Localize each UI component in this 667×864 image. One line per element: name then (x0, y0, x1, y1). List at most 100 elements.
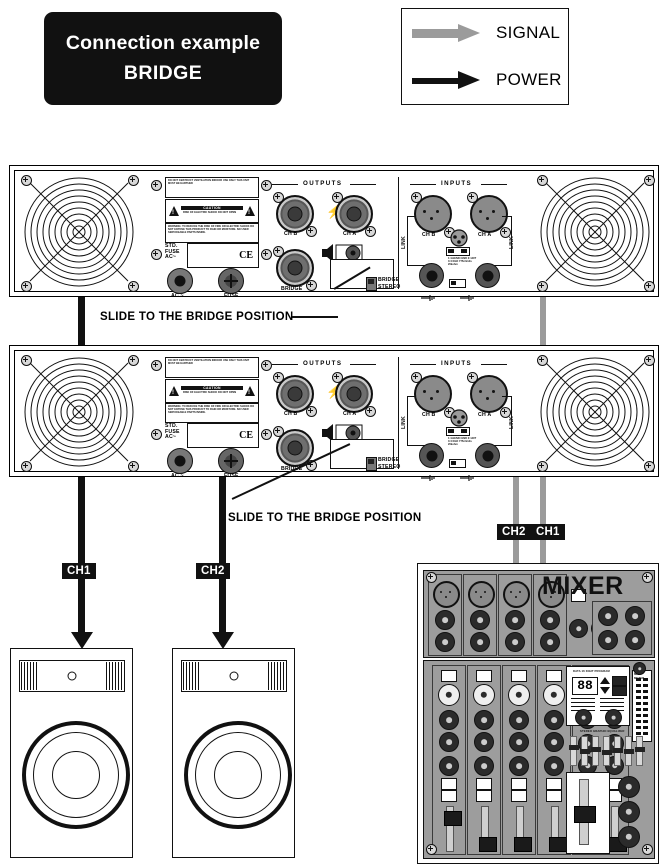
mixer-master-section[interactable] (566, 772, 610, 854)
input-sensitivity-text: 1=LEEND=GND 2=HOT 3=COLD 775mVolts 20koh… (448, 437, 477, 446)
screw-icon (306, 406, 317, 417)
input-jack-ch-a[interactable] (475, 443, 500, 468)
mixer-mid-eq-knob[interactable] (509, 710, 529, 730)
mixer-fader-strip[interactable] (537, 665, 571, 855)
mixer-low-eq-knob[interactable] (439, 732, 459, 752)
mixer-pan-knob[interactable] (474, 756, 494, 776)
mixer-channel-strip[interactable] (428, 574, 462, 656)
mixer-hi-eq-knob[interactable] (438, 684, 460, 706)
mixer-mute-button[interactable] (511, 670, 527, 682)
output-label-ch-a: CH A (343, 231, 357, 237)
mixer-route-button[interactable] (511, 778, 527, 790)
mixer-route-button[interactable] (476, 778, 492, 790)
fuse-holder[interactable] (218, 268, 244, 294)
mixer-xlr-input[interactable] (433, 581, 460, 608)
mixer-route-button[interactable] (441, 790, 457, 802)
amplifier-bottom[interactable]: DO NOT OBSTRUCT VENTILATION INDOOR USE O… (9, 345, 659, 481)
mixer-channel-strip[interactable] (463, 574, 497, 656)
speaker-right[interactable] (172, 648, 295, 858)
mixer-channel-fader[interactable] (444, 806, 462, 852)
mixer-xlr-input[interactable] (468, 581, 495, 608)
mixer-master-fader[interactable] (574, 779, 596, 845)
mixer-trim-knob[interactable] (505, 632, 525, 652)
mixer-channel-strip[interactable] (498, 574, 532, 656)
mixer-tape-in-knob[interactable] (618, 801, 640, 823)
mixer-low-eq-knob[interactable] (509, 732, 529, 752)
mixer-hi-eq-knob[interactable] (543, 684, 565, 706)
mixer-mute-button[interactable] (476, 670, 492, 682)
input-jack-ch-b[interactable] (419, 263, 444, 288)
mixer-trim-knob[interactable] (470, 632, 490, 652)
mixer-mid-eq-knob[interactable] (474, 710, 494, 730)
mixer-output-knob[interactable] (625, 630, 645, 650)
fuse-holder[interactable] (218, 448, 244, 474)
mixer-mid-eq-knob[interactable] (544, 710, 564, 730)
mixer-channel-fader[interactable] (479, 806, 497, 852)
mixer-pan-knob[interactable] (544, 756, 564, 776)
mixer-low-eq-knob[interactable] (544, 732, 564, 752)
mixer-phantom-button[interactable] (571, 589, 586, 602)
mixer-route-button[interactable] (441, 778, 457, 790)
mixer-output-knob[interactable] (625, 606, 645, 626)
mixer-hi-eq-knob[interactable] (508, 684, 530, 706)
mixer-pan-knob[interactable] (439, 756, 459, 776)
ground-icon (459, 469, 475, 487)
mixer-channel-fader[interactable] (549, 806, 567, 852)
mixer-pan-knob[interactable] (509, 756, 529, 776)
fuse-rating-label: STD. FUSE AC~ (165, 243, 180, 261)
effects-up-button[interactable] (600, 677, 610, 684)
ac-inlet[interactable] (167, 448, 193, 474)
mixer-output-knob[interactable] (598, 630, 618, 650)
mixer-graphic-eq[interactable]: STEREO GRAPHIC EQUALIZER (566, 729, 652, 766)
effects-level-knob[interactable] (575, 709, 592, 726)
dip-switch-top[interactable] (446, 247, 470, 256)
mixer-channel-fader[interactable] (514, 806, 532, 852)
mixer-channel-strip[interactable] (533, 574, 567, 656)
ac-inlet[interactable] (167, 268, 193, 294)
mixer-trim-knob[interactable] (540, 632, 560, 652)
input-jack-ch-b[interactable] (419, 443, 444, 468)
mixer-phones-out-knob[interactable] (618, 826, 640, 848)
mixer-output-group[interactable] (592, 601, 652, 655)
ground-icon (459, 289, 475, 307)
mixer-gain-knob[interactable] (540, 610, 560, 630)
effects-down-button[interactable] (600, 687, 610, 694)
ground-lift-switch[interactable] (449, 279, 466, 288)
mixer-trim-knob[interactable] (435, 632, 455, 652)
mixer-route-button[interactable] (476, 790, 492, 802)
effects-program-button[interactable] (612, 686, 627, 696)
effects-section-label: DATA 16 DIGIT PROGRAM (573, 669, 610, 673)
mixer-xlr-input[interactable] (538, 581, 565, 608)
mixer-mute-button[interactable] (546, 670, 562, 682)
mixer-route-button[interactable] (546, 790, 562, 802)
mixer-mid-eq-knob[interactable] (439, 710, 459, 730)
effects-return-knob[interactable] (605, 709, 622, 726)
ground-lift-switch[interactable] (449, 459, 466, 468)
mixer-route-button[interactable] (511, 790, 527, 802)
dip-switch-top[interactable] (446, 427, 470, 436)
mode-switch-bridge-stereo[interactable] (366, 277, 377, 291)
mixer-gain-knob[interactable] (505, 610, 525, 630)
mixer-fader-strip[interactable] (502, 665, 536, 855)
mixer-aux-knob[interactable] (569, 619, 588, 638)
mixer-phones-level-knob[interactable] (618, 776, 640, 798)
mixer-route-button[interactable] (546, 778, 562, 790)
mixer-fader-strip[interactable] (432, 665, 466, 855)
mixer-xlr-input[interactable] (503, 581, 530, 608)
mixer-output-knob[interactable] (598, 606, 618, 626)
mode-switch-bridge-stereo[interactable] (366, 457, 377, 471)
mixer-low-eq-knob[interactable] (474, 732, 494, 752)
input-jack-ch-a[interactable] (475, 263, 500, 288)
mixer-effects-module[interactable]: DATA 16 DIGIT PROGRAM 88 (566, 666, 630, 726)
screw-icon (21, 175, 32, 186)
mixer-gain-knob[interactable] (435, 610, 455, 630)
mixer-mute-button[interactable] (441, 670, 457, 682)
mixer-fader-strip[interactable] (467, 665, 501, 855)
amplifier-top[interactable]: DO NOT OBSTRUCT VENTILATION INDOOR USE O… (9, 165, 659, 301)
mixer[interactable]: MIXER (417, 563, 659, 864)
effects-program-button[interactable] (612, 676, 627, 686)
mixer-phones-knob[interactable] (633, 662, 646, 675)
mixer-hi-eq-knob[interactable] (473, 684, 495, 706)
speaker-left[interactable] (10, 648, 133, 858)
mixer-gain-knob[interactable] (470, 610, 490, 630)
